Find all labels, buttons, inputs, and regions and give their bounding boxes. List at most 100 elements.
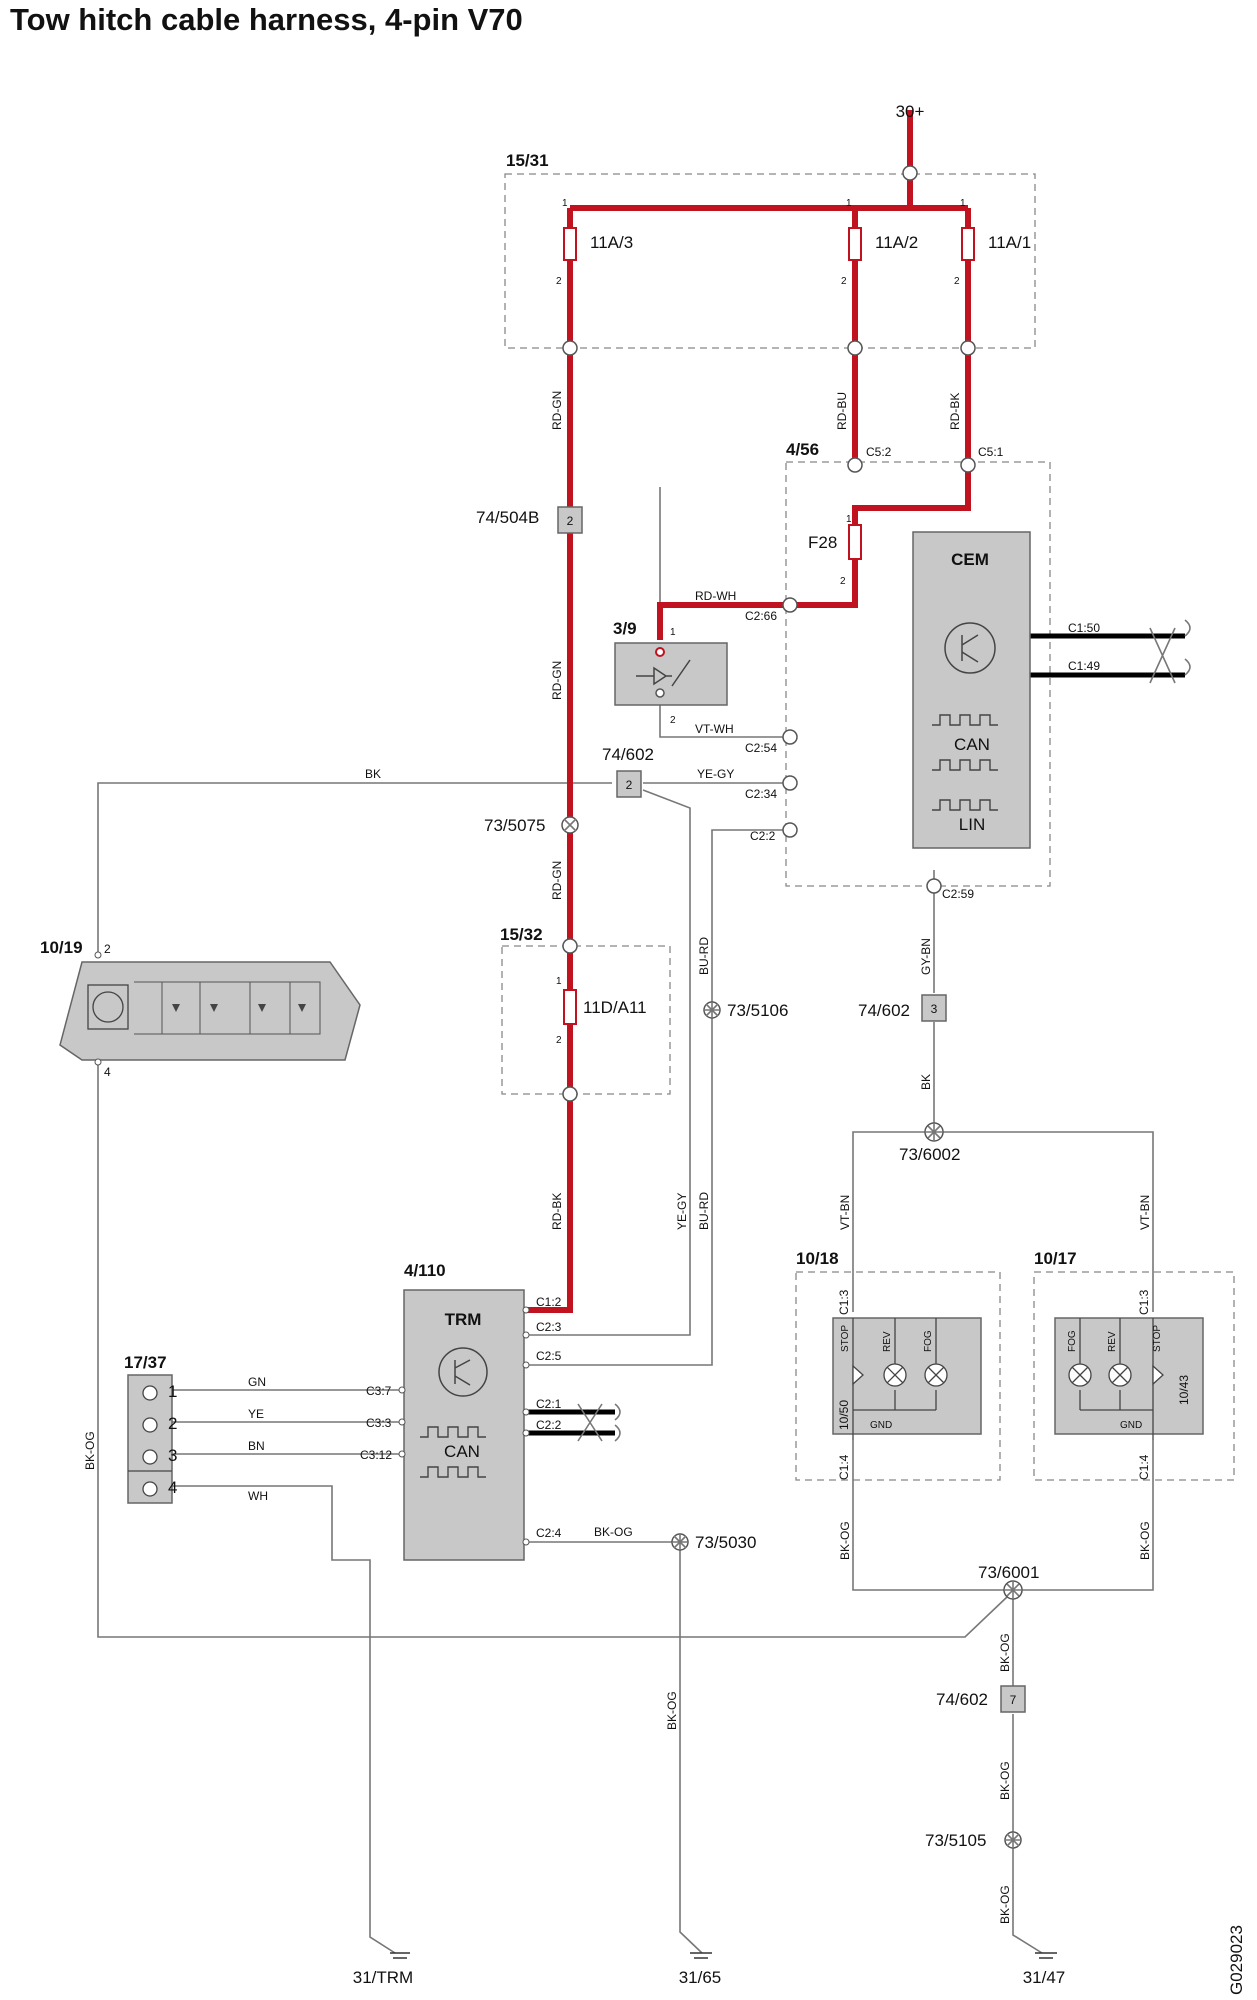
fuse-f28-label: F28 — [808, 533, 837, 552]
fuse-11a2-pin1: 1 — [846, 198, 852, 209]
led-array-icon — [134, 981, 321, 1035]
fuse-11d-pin2: 2 — [556, 1035, 562, 1046]
switch-3-9 — [614, 642, 728, 706]
switch-pin2: 2 — [670, 715, 676, 726]
pin-c3-7: C3:7 — [366, 1384, 392, 1398]
pin-c2-34: C2:34 — [745, 787, 777, 801]
lamp-10-18-bulbs — [852, 1318, 948, 1440]
lamp-10-17-bulb-id: 10/43 — [1177, 1375, 1191, 1405]
light-unit-pin2-label: 2 — [104, 942, 111, 956]
lamp-10-18-rev: REV — [882, 1331, 893, 1352]
splice-73-5106 — [703, 1001, 721, 1019]
ground-31-trm: 31/TRM — [353, 1968, 413, 1987]
trm-module — [403, 1289, 525, 1561]
connection-nodes — [562, 165, 976, 1102]
connector-602-pin3: 3 — [931, 1002, 938, 1016]
fuses — [563, 227, 975, 1025]
cem-module — [912, 531, 1031, 849]
trm-can-wave2-icon — [420, 1466, 486, 1478]
trm-transistor-icon — [438, 1347, 488, 1397]
wire-ye-gy-2: YE-GY — [675, 1193, 689, 1230]
lamp-10-17-stop: STOP — [1152, 1325, 1163, 1352]
pin-trm-c1-2: C1:2 — [536, 1295, 562, 1309]
lamp-10-18-fog: FOG — [923, 1330, 934, 1352]
trm-pin-dots — [398, 1306, 530, 1546]
wire-bk-og-trm: BK-OG — [594, 1525, 633, 1539]
trm-label: TRM — [445, 1310, 482, 1329]
ground-31-65: 31/65 — [679, 1968, 722, 1987]
trm-transistor-symbol — [454, 1359, 471, 1386]
splice-73-5105 — [1004, 1831, 1022, 1849]
wire-bu-rd-2: BU-RD — [697, 1192, 711, 1230]
cem-can-wave2-icon — [932, 759, 998, 771]
wire-rd-bk-1: RD-BK — [948, 393, 962, 430]
pin-trm-c2-4: C2:4 — [536, 1526, 562, 1540]
pin-10-17-c1-3: C1:3 — [1137, 1289, 1151, 1315]
splice-73-5030 — [671, 1533, 689, 1551]
wire-bk: BK — [365, 767, 381, 781]
pin-10-18-c1-4: C1:4 — [837, 1454, 851, 1480]
wire-bk-og-10-19: BK-OG — [83, 1431, 97, 1470]
pin-trm-c2-3: C2:3 — [536, 1320, 562, 1334]
inline-connectors — [557, 506, 1026, 1713]
fusebox-15-32-outline — [501, 945, 671, 1095]
socket-pin3-label: 3 — [168, 1446, 177, 1465]
switch-pin1: 1 — [670, 627, 676, 638]
splice-5106-label: 73/5106 — [727, 1001, 788, 1020]
switch-symbol-icon — [636, 659, 691, 687]
lamp-10-18-bulb-id: 10/50 — [837, 1400, 851, 1430]
lamp-10-18-stop: STOP — [840, 1325, 851, 1352]
wire-vt-wh: VT-WH — [695, 722, 734, 736]
trm-can-wave-icon — [420, 1426, 486, 1438]
lamp-10-17-gnd: GND — [1120, 1420, 1142, 1431]
wire-rd-wh: RD-WH — [695, 589, 736, 603]
f28-pin2: 2 — [840, 576, 846, 587]
splice-points — [561, 816, 1023, 1849]
switch-pin1-dot — [655, 647, 665, 657]
pin-trm-c2-2: C2:2 — [536, 1418, 562, 1432]
cem-box-4-56-outline — [785, 461, 1051, 887]
wire-wh: WH — [248, 1489, 268, 1503]
connector-602-pin2: 2 — [626, 778, 633, 792]
wire-bk-og-5105: BK-OG — [998, 1885, 1012, 1924]
fuse-11d-a11-label: 11D/A11 — [583, 998, 647, 1017]
wire-vt-bn-1: VT-BN — [838, 1195, 852, 1230]
pin-trm-c2-1: C2:1 — [536, 1397, 562, 1411]
light-unit-pin4 — [94, 1058, 102, 1066]
fuse-11a2-pin2: 2 — [841, 276, 847, 287]
cem-label: CEM — [951, 550, 989, 569]
connector-504b-label: 74/504B — [476, 508, 539, 527]
pin-c5-1: C5:1 — [978, 445, 1004, 459]
fuse-11a1-pin2: 2 — [954, 276, 960, 287]
pin-c2-59: C2:59 — [942, 887, 974, 901]
pin-c2-2: C2:2 — [750, 829, 776, 843]
pin-c1-49: C1:49 — [1068, 659, 1100, 673]
splice-5075-label: 73/5075 — [484, 816, 545, 835]
pin-c5-2: C5:2 — [866, 445, 892, 459]
wire-rd-gn-3: RD-GN — [550, 661, 564, 700]
pin-c2-66: C2:66 — [745, 609, 777, 623]
fuse-11d-pin1: 1 — [556, 976, 562, 987]
cem-lin-wave-icon — [932, 799, 998, 811]
fuse-11a1-label: 11A/1 — [988, 233, 1031, 252]
ground-symbols — [390, 1952, 1057, 1959]
wire-bk-og-6001: BK-OG — [998, 1633, 1012, 1672]
connector-504b-pin: 2 — [567, 514, 574, 528]
switch-pin2-dot — [655, 688, 665, 698]
cem-lin-label: LIN — [959, 815, 985, 834]
splice-73-6002 — [924, 1122, 944, 1142]
connector-602-label-2: 74/602 — [858, 1001, 910, 1020]
lamp-10-17-outline — [1033, 1271, 1235, 1481]
pin-c1-50: C1:50 — [1068, 621, 1100, 635]
socket-label: 17/37 — [124, 1353, 167, 1372]
light-unit-10-19 — [59, 961, 361, 1061]
diagram-title: Tow hitch cable harness, 4-pin V70 — [10, 2, 523, 37]
wire-bk-og-602: BK-OG — [998, 1761, 1012, 1800]
fuse-11a1-pin1: 1 — [960, 198, 966, 209]
lamp-10-17-bulbs — [1068, 1318, 1164, 1440]
wire-rd-bu: RD-BU — [835, 392, 849, 430]
wire-bk-2: BK — [919, 1074, 933, 1090]
wire-ye: YE — [248, 1407, 264, 1421]
grey-wires — [97, 487, 1154, 1954]
